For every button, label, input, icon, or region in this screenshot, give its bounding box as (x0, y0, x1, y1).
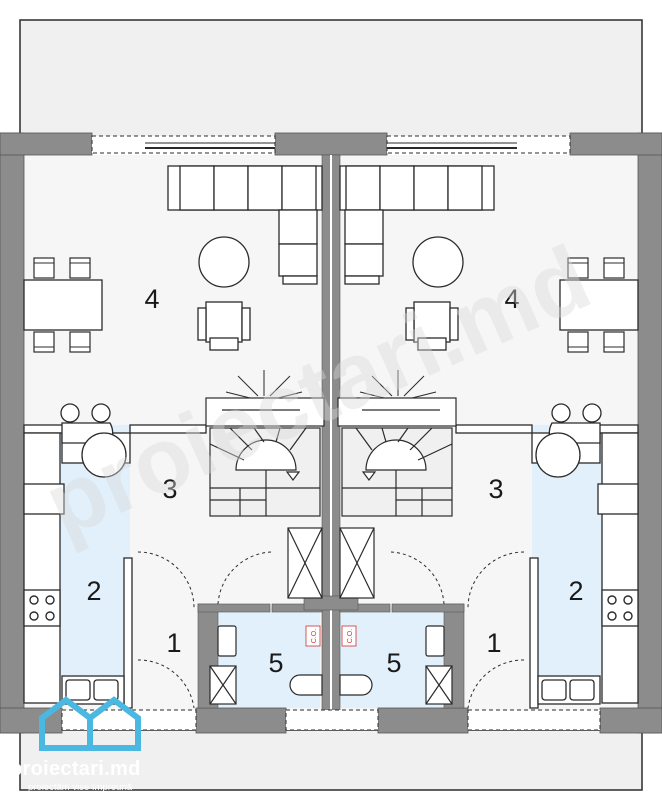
house-logo-icon (39, 696, 141, 751)
front-terrace (19, 729, 643, 791)
front-windows (61, 709, 601, 731)
right-light-rays (359, 370, 437, 399)
left-stools (60, 403, 111, 423)
room-label-entry-right: 1 (486, 628, 501, 658)
left-coffee-table (198, 236, 250, 288)
brand-tagline: proiectăm vise împreună (28, 782, 133, 793)
interior-walls (23, 424, 639, 709)
right-doors (389, 551, 525, 709)
right-coffee-table (412, 236, 464, 288)
left-chimney-label: C.O. (311, 629, 318, 643)
room-label-living-right: 4 (504, 284, 519, 314)
room-label-kitchen-left: 2 (86, 576, 101, 606)
left-wardrobe (287, 527, 323, 599)
room-labels: 4 4 3 3 2 2 1 1 5 5 (86, 284, 583, 678)
brand-logo: proiectari.md proiectăm vise împreună (10, 696, 141, 793)
left-sofa (167, 165, 323, 285)
left-armchair (197, 301, 251, 351)
left-doors (137, 551, 273, 709)
room-label-kitchen-right: 2 (568, 576, 583, 606)
right-kitchen (531, 422, 639, 705)
left-stairs (205, 397, 325, 517)
right-chimney-label: C.O. (347, 629, 354, 643)
room-label-living-left: 4 (144, 284, 159, 314)
right-stairs (337, 397, 457, 517)
room-label-bath-right: 5 (386, 648, 401, 678)
right-sofa (339, 165, 495, 285)
brand-name: proiectari.md (10, 758, 141, 780)
room-label-entry-left: 1 (166, 628, 181, 658)
right-stools (551, 403, 602, 423)
left-dining-set (23, 257, 103, 353)
left-light-rays (225, 370, 303, 399)
room-label-bath-left: 5 (268, 648, 283, 678)
right-dining-set (559, 257, 639, 353)
left-kitchen (23, 422, 131, 705)
right-armchair (405, 301, 459, 351)
rear-windows (91, 135, 571, 154)
right-wardrobe (339, 527, 375, 599)
room-label-hall-right: 3 (488, 474, 503, 504)
right-bath-fixtures (339, 625, 453, 705)
party-wall-seam (330, 155, 332, 710)
left-bath-fixtures (209, 625, 323, 705)
rear-terrace (19, 19, 643, 141)
room-label-hall-left: 3 (162, 474, 177, 504)
